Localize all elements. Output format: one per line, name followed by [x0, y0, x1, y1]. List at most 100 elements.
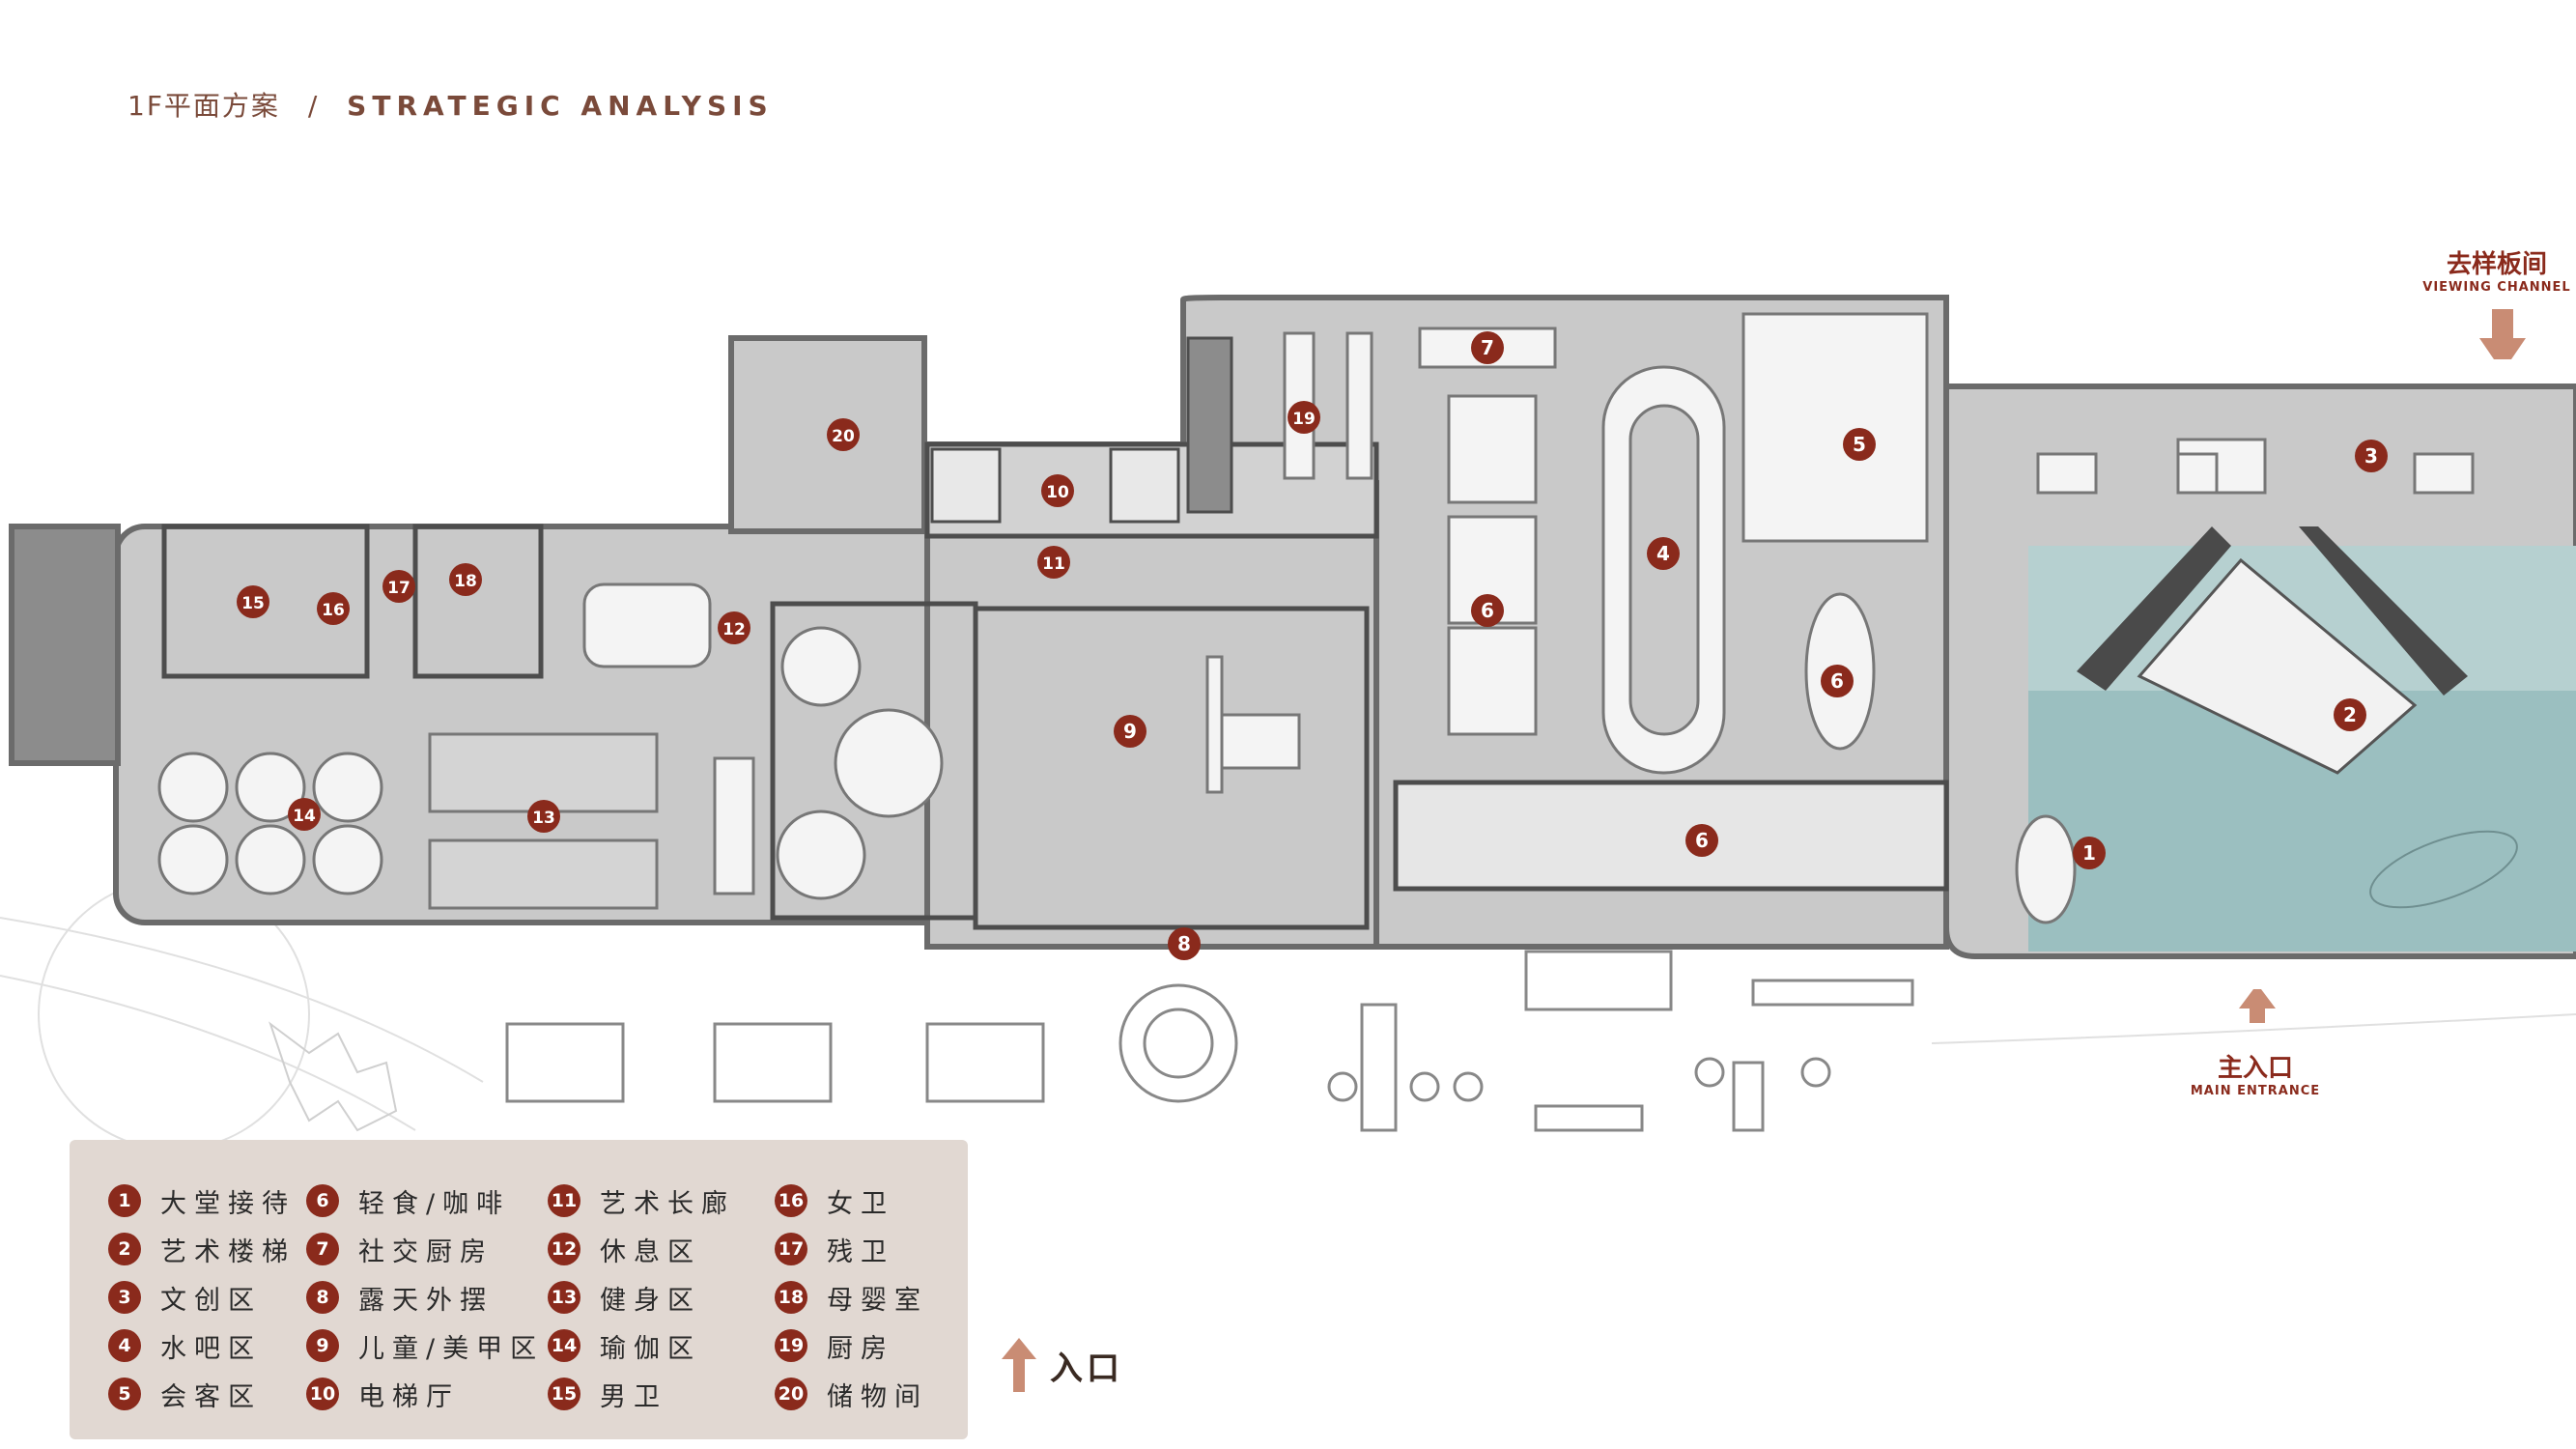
- legend-label: 艺术长廊: [600, 1188, 735, 1219]
- legend-label: 女卫: [827, 1188, 894, 1219]
- plan-marker-number: 1: [2082, 841, 2096, 865]
- legend-number-badge: 4: [108, 1329, 141, 1362]
- plan-marker-circle: [317, 592, 350, 625]
- plan-marker-circle: [237, 585, 269, 618]
- legend-item: 20 储物间: [775, 1370, 928, 1418]
- legend-item: 19 厨房: [775, 1321, 928, 1370]
- plan-marker-number: 2: [2343, 703, 2357, 726]
- plan-marker: 18: [449, 563, 482, 596]
- plan-marker: 8: [1168, 927, 1201, 960]
- plan-marker-number: 6: [1481, 599, 1494, 622]
- plan-marker: 11: [1037, 546, 1070, 579]
- plan-marker-number: 9: [1123, 720, 1137, 743]
- plan-marker: 20: [827, 418, 860, 451]
- legend-number-badge: 14: [548, 1329, 580, 1362]
- plan-marker: 2: [2334, 698, 2366, 731]
- plan-marker-number: 19: [1292, 410, 1316, 429]
- plan-marker-number: 5: [1853, 433, 1866, 456]
- plan-marker: 16: [317, 592, 350, 625]
- plan-marker-circle: [2334, 698, 2366, 731]
- plan-marker-number: 7: [1481, 336, 1494, 359]
- plan-marker-circle: [1471, 594, 1504, 627]
- legend-label: 轻食/咖啡: [358, 1188, 511, 1219]
- legend-label: 会客区: [160, 1381, 262, 1412]
- plan-marker: 10: [1041, 474, 1074, 507]
- plan-marker-number: 14: [293, 807, 316, 826]
- legend-label: 厨房: [827, 1333, 894, 1364]
- legend-number-badge: 11: [548, 1184, 580, 1217]
- legend-label: 文创区: [160, 1285, 262, 1316]
- legend-label: 水吧区: [160, 1333, 262, 1364]
- plan-marker: 7: [1471, 331, 1504, 364]
- outdoor-seating: [505, 950, 1914, 1132]
- legend-item: 3 文创区: [108, 1273, 296, 1321]
- plan-marker: 12: [718, 611, 750, 644]
- legend-number-badge: 13: [548, 1281, 580, 1314]
- plan-marker-circle: [1471, 331, 1504, 364]
- legend-item: 2 艺术楼梯: [108, 1225, 296, 1273]
- legend-label: 社交厨房: [358, 1236, 494, 1267]
- viewing-channel-cn: 去样板间: [2446, 250, 2547, 279]
- legend-number-badge: 19: [775, 1329, 807, 1362]
- plan-marker-circle: [288, 798, 321, 831]
- legend-number-badge: 20: [775, 1378, 807, 1410]
- plan-marker: 1: [2073, 837, 2106, 869]
- legend-label: 艺术楼梯: [160, 1236, 296, 1267]
- plan-marker-circle: [1685, 824, 1718, 857]
- plan-marker: 13: [527, 800, 560, 833]
- elevator-cores: [930, 336, 1233, 524]
- legend-number-badge: 12: [548, 1233, 580, 1265]
- legend-number-badge: 18: [775, 1281, 807, 1314]
- entry-legend: 入口: [1000, 1338, 1123, 1392]
- plan-marker: 9: [1114, 715, 1146, 748]
- legend-item: 16 女卫: [775, 1177, 928, 1225]
- plan-marker: 3: [2355, 440, 2388, 472]
- legend-label: 残卫: [827, 1236, 894, 1267]
- plan-marker-circle: [527, 800, 560, 833]
- plan-marker-number: 15: [241, 594, 265, 613]
- legend-item: 5 会客区: [108, 1370, 296, 1418]
- plan-marker: 15: [237, 585, 269, 618]
- legend-number-badge: 3: [108, 1281, 141, 1314]
- plan-marker-number: 17: [387, 579, 410, 598]
- viewing-channel-en: VIEWING CHANNEL: [2422, 280, 2571, 295]
- plan-marker-number: 11: [1042, 554, 1065, 574]
- title-separator: /: [307, 90, 320, 122]
- legend-number-badge: 6: [306, 1184, 339, 1217]
- plan-marker-number: 20: [832, 427, 855, 446]
- plan-marker-number: 12: [722, 620, 746, 639]
- plan-marker: 19: [1288, 401, 1320, 434]
- legend-number-badge: 8: [306, 1281, 339, 1314]
- plan-marker: 17: [382, 570, 415, 603]
- legend-label: 大堂接待: [160, 1188, 296, 1219]
- entry-arrow-icon: [1002, 1338, 1036, 1392]
- plan-marker-circle: [2073, 837, 2106, 869]
- plan-marker-number: 6: [1830, 669, 1844, 693]
- legend-label: 男卫: [600, 1381, 667, 1412]
- plan-marker: 5: [1843, 428, 1876, 461]
- legend-label: 储物间: [827, 1381, 928, 1412]
- viewing-channel-callout: 去样板间 VIEWING CHANNEL: [2415, 244, 2576, 295]
- viewing-channel-arrow: [2479, 309, 2526, 359]
- title-en: STRATEGIC ANALYSIS: [347, 90, 774, 122]
- legend-item: 11 艺术长廊: [548, 1177, 735, 1225]
- legend-number-badge: 10: [306, 1378, 339, 1410]
- legend-number-badge: 5: [108, 1378, 141, 1410]
- plan-marker-circle: [382, 570, 415, 603]
- legend-number-badge: 16: [775, 1184, 807, 1217]
- legend-number-badge: 2: [108, 1233, 141, 1265]
- legend-item: 4 水吧区: [108, 1321, 296, 1370]
- plan-marker: 14: [288, 798, 321, 831]
- plan-marker: 4: [1647, 537, 1680, 570]
- legend-number-badge: 9: [306, 1329, 339, 1362]
